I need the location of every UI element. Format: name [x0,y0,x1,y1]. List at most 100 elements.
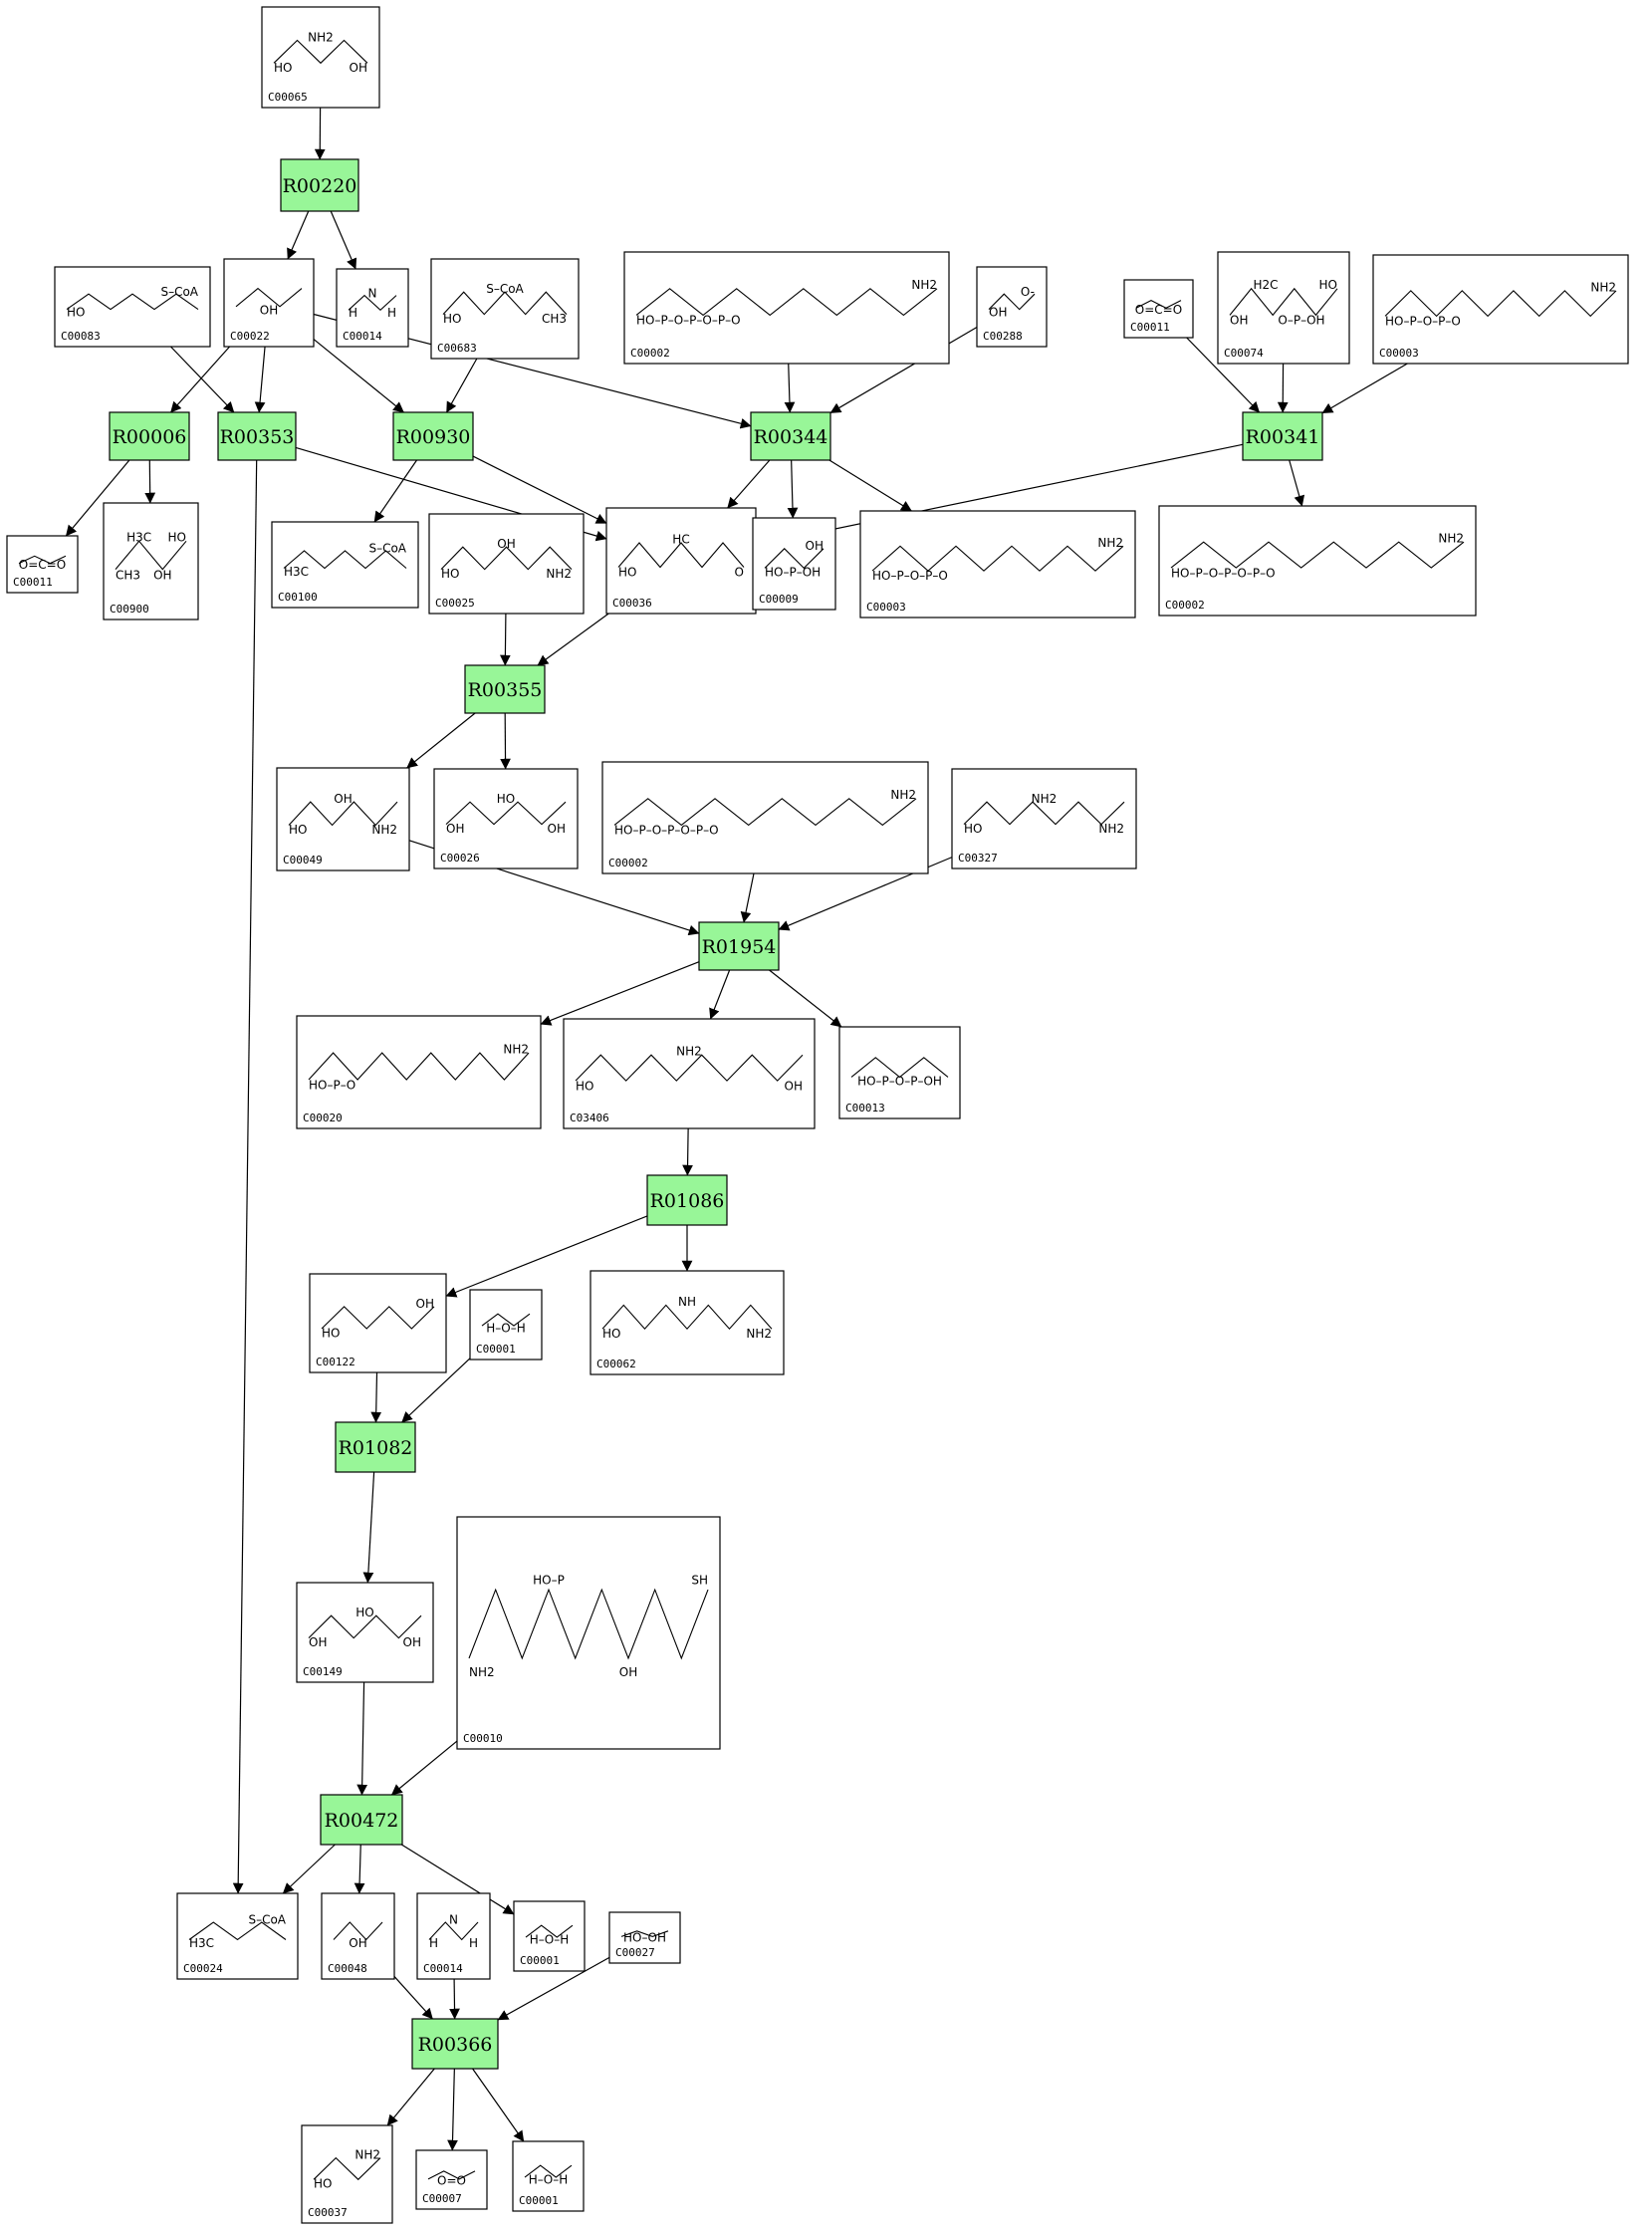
structure-skeleton [235,287,303,308]
atom-label: HO [355,1606,373,1619]
structure-skeleton [445,801,567,826]
compound-box [563,1018,816,1129]
compound-id: C00022 [230,330,270,343]
reaction-label: R01086 [650,1190,725,1212]
compound-id: C00002 [608,857,648,869]
atom-label: OH [619,1665,637,1679]
structure-skeleton [871,545,1124,572]
atom-label: O- [1021,285,1035,299]
atom-label: HO [441,567,459,581]
atom-label: OH [403,1635,421,1649]
compound-box [608,1911,681,1964]
compound-id: C00036 [612,597,652,610]
compound-node-c00288[interactable]: OHO-C00288 [976,266,1048,348]
edge-r01954-c00013 [769,969,842,1028]
compound-id: C00327 [958,852,998,865]
reaction-node-r01954[interactable]: R01954 [698,921,780,971]
edge-c00083-r00353 [170,346,235,413]
reaction-node-r00472[interactable]: R00472 [320,1794,403,1846]
compound-box [456,1516,721,1750]
structure-skeleton [635,288,938,317]
atom-label: HO [576,1079,593,1093]
atom-label: O=O [437,2174,466,2188]
atom-label: HO–P [533,1573,565,1587]
atom-label: HO [602,1327,620,1341]
reaction-box [217,411,297,461]
compound-box [513,1900,586,1972]
reaction-box [464,664,546,714]
structure-skeleton [115,540,187,571]
reaction-node-r00353[interactable]: R00353 [217,411,297,461]
reaction-node-r00341[interactable]: R00341 [1242,411,1323,461]
reaction-node-r00220[interactable]: R00220 [280,158,359,212]
reaction-node-r00344[interactable]: R00344 [750,411,831,461]
reaction-node-r00930[interactable]: R00930 [392,411,474,461]
edge-r00366-c00037 [386,2068,435,2126]
atom-label: OH [153,568,171,582]
structure-skeleton [468,1588,709,1660]
atom-label: HO–P–OH [765,565,821,579]
edge-c00683-r00930 [445,358,478,413]
atom-label: HO–P–O–P–OH [857,1074,942,1088]
atom-label: HO–P–O–P–O–P–O [1171,566,1276,580]
compound-id: C00122 [316,1356,355,1368]
reaction-node-r01082[interactable]: R01082 [335,1421,416,1473]
edge-r00472-c00048 [354,1844,365,1894]
compound-box [176,1892,299,1980]
edge-r00220-c00022 [287,210,310,260]
reaction-node-r00366[interactable]: R00366 [411,2018,499,2070]
compound-id: C00149 [303,1665,343,1678]
reaction-node-r00355[interactable]: R00355 [464,664,546,714]
atom-label: O [735,565,744,579]
atom-label: NH2 [469,1665,495,1679]
edge-c03406-r01086 [682,1127,693,1176]
reaction-node-r00006[interactable]: R00006 [109,411,190,461]
atom-label: OH [785,1079,803,1093]
structure-skeleton [348,294,397,312]
compound-box [301,2124,393,2224]
compound-box [261,6,380,109]
atom-label: CH3 [542,312,567,326]
compound-box [601,761,929,874]
atom-label: H–O–H [530,1932,570,1946]
reaction-node-r01086[interactable]: R01086 [646,1174,728,1226]
atom-label: HO [497,792,515,806]
